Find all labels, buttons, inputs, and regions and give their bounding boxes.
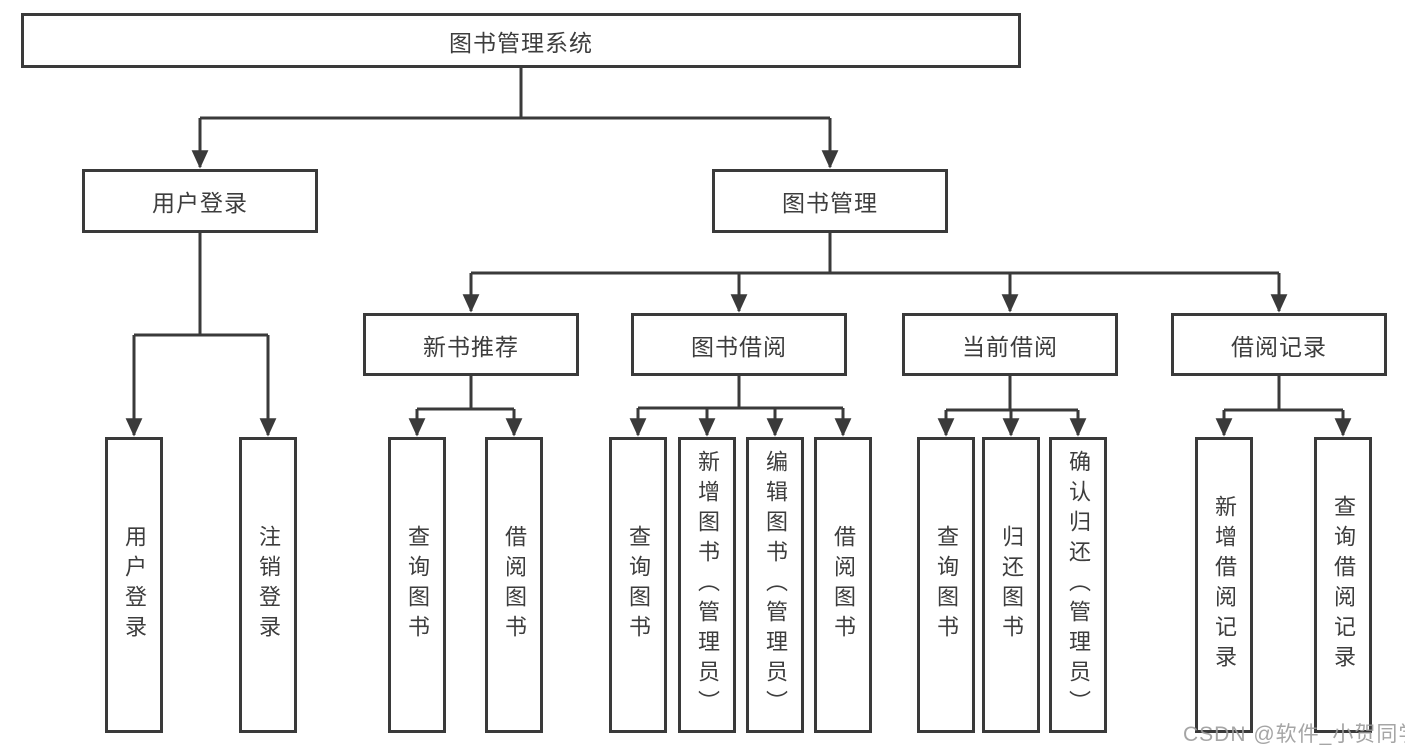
leaf-user-login: 用户登录 <box>105 437 163 733</box>
node-current-borrowing: 当前借阅 <box>902 313 1118 376</box>
leaf-add-borrow-record: 新增借阅记录 <box>1195 437 1253 733</box>
node-root-library-system: 图书管理系统 <box>21 13 1021 68</box>
leaf-borrow-books-recommend: 借阅图书 <box>485 437 543 733</box>
node-user-login: 用户登录 <box>82 169 318 233</box>
leaf-query-books-current: 查询图书 <box>917 437 975 733</box>
csdn-watermark: CSDN @软件_小贺同学 <box>1183 723 1405 746</box>
leaf-logout: 注销登录 <box>239 437 297 733</box>
leaf-add-books-admin: 新增图书（管理员） <box>678 437 736 733</box>
leaf-return-books: 归还图书 <box>982 437 1040 733</box>
node-new-book-recommend: 新书推荐 <box>363 313 579 376</box>
node-book-borrowing: 图书借阅 <box>631 313 847 376</box>
node-borrowing-records: 借阅记录 <box>1171 313 1387 376</box>
node-book-management: 图书管理 <box>712 169 948 233</box>
leaf-query-books-borrow: 查询图书 <box>609 437 667 733</box>
leaf-borrow-books: 借阅图书 <box>814 437 872 733</box>
leaf-query-borrow-record: 查询借阅记录 <box>1314 437 1372 733</box>
leaf-edit-books-admin: 编辑图书（管理员） <box>746 437 804 733</box>
leaf-query-books-recommend: 查询图书 <box>388 437 446 733</box>
leaf-confirm-return-admin: 确认归还（管理员） <box>1049 437 1107 733</box>
